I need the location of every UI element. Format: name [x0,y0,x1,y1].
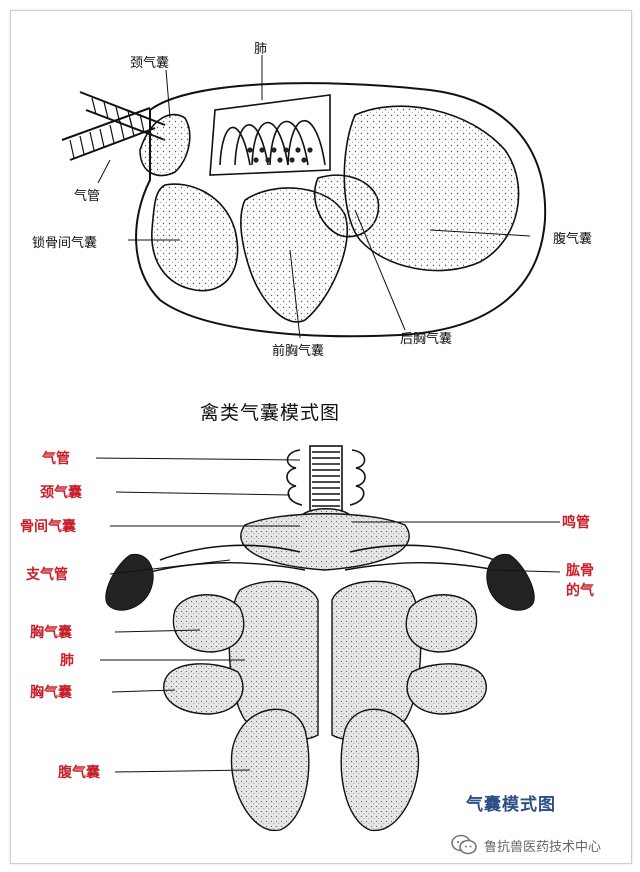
bronchus-right [349,544,496,561]
trachea-rings [69,97,145,159]
bottom-caption: 气囊模式图 [466,795,556,815]
posterior-thoracic-sac-left [163,663,244,715]
abdominal-sac-shape [343,105,520,272]
label-bronchus-bottom: 支气管 [26,567,68,583]
trachea-column-rings [312,451,340,507]
neck-sac-right [349,449,366,506]
top-leader-lines [97,55,531,339]
wechat-icon [451,834,477,855]
posterior-thoracic-sac-right [406,663,487,715]
watermark-text: 鲁抗兽医药技术中心 [484,839,602,855]
abdominal-sac-right [340,708,420,832]
watermark: 鲁抗兽医药技术中心 [450,834,601,856]
label-clavicular-sac-bottom: 骨间气囊 [20,519,76,535]
label-humerus-line1: 肱骨 [566,563,594,579]
label-humerus-line2: 的气 [566,583,594,599]
label-abdominal-sac-bottom: 腹气囊 [58,765,100,781]
arm-left-lower [149,562,306,573]
label-trachea-bottom: 气管 [42,451,70,467]
label-syrinx-bottom: 鸣管 [562,515,590,531]
label-posterior-thoracic-sac-top: 后胸气囊 [400,332,453,347]
label-abdominal-sac-top: 腹气囊 [553,232,593,247]
label-anterior-thoracic-sac-bottom: 胸气囊 [30,625,72,641]
figure-title: 禽类气囊模式图 [200,402,341,424]
clavicular-sac-shape [151,183,239,292]
label-neck-sac-bottom: 颈气囊 [40,485,82,501]
lung-dots [247,147,313,163]
abdominal-sac-left [230,708,310,832]
label-neck-sac-top: 颈气囊 [130,56,170,71]
body-outline [135,82,547,338]
label-clavicular-sac-top: 锁骨间气囊 [32,236,98,251]
bottom-leader-lines [95,457,561,773]
humerus-sac-left [105,553,154,611]
anterior-thoracic-sac-left [172,594,245,653]
neck-sac-shape [139,113,191,177]
humerus-sac-right [486,553,535,611]
label-posterior-thoracic-sac-bottom: 胸气囊 [30,685,72,701]
label-lung-top: 肺 [254,42,268,57]
neck-sac-left [286,449,303,506]
label-anterior-thoracic-sac-top: 前胸气囊 [272,344,325,359]
label-lung-bottom: 肺 [60,653,74,669]
bronchus-left [159,544,301,561]
lung-shape [209,94,331,176]
arm-right-lower [344,562,506,573]
clavicular-region [240,513,410,571]
anterior-thoracic-sac-right [405,594,478,653]
label-trachea-top: 气管 [74,189,101,204]
